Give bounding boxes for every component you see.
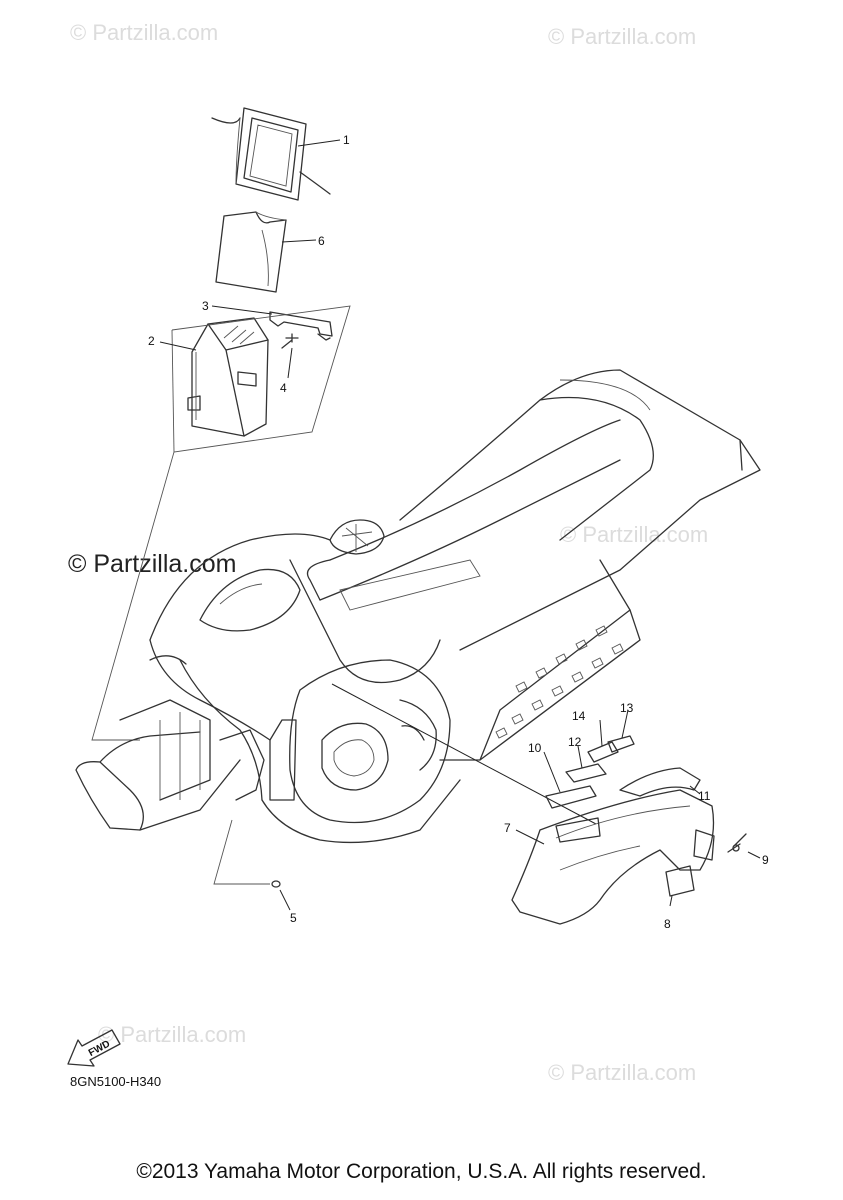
callout-9: 9: [762, 853, 769, 867]
part-6-sleeve: [215, 211, 287, 293]
part-2-box: [187, 317, 269, 437]
part-3-bracket: [269, 311, 333, 341]
watermark-bottom-right: © Partzilla.com: [548, 1060, 696, 1085]
callout-13: 13: [620, 701, 634, 715]
watermark-mid-right: © Partzilla.com: [560, 522, 708, 547]
callout-5: 5: [290, 911, 297, 925]
diagram-code: 8GN5100-H340: [70, 1074, 161, 1089]
callout-3: 3: [202, 299, 209, 313]
callout-6: 6: [318, 234, 325, 248]
callout-8: 8: [664, 917, 671, 931]
part-4-screw: [281, 333, 299, 349]
callout-12: 12: [568, 735, 582, 749]
part-14-decal: [587, 741, 619, 763]
callout-4: 4: [280, 381, 287, 395]
watermark-top-right: © Partzilla.com: [548, 24, 696, 49]
part-8-plate: [665, 865, 695, 897]
part-10-latch: [545, 785, 601, 843]
callout-14: 14: [572, 709, 586, 723]
part-1-cover: [211, 107, 331, 201]
callout-7: 7: [504, 821, 511, 835]
copyright-notice: ©2013 Yamaha Motor Corporation, U.S.A. A…: [136, 1160, 707, 1183]
watermark-top-left: © Partzilla.com: [70, 20, 218, 45]
callout-1: 1: [343, 133, 350, 147]
part-7-rear-flap: [511, 789, 715, 925]
part-5-grommet: [271, 880, 281, 888]
running-board-holes: [495, 625, 624, 739]
callout-11: 11: [698, 789, 711, 803]
watermark-bottom-left: © Partzilla.com: [98, 1022, 246, 1047]
watermark-main: © Partzilla.com: [68, 550, 236, 578]
callout-enclosure-box: [91, 305, 351, 885]
part-13-decal: [607, 735, 635, 753]
part-12-decal: [565, 763, 607, 783]
leader-seat-to-group: [331, 683, 597, 825]
snowmobile-body: [75, 369, 761, 844]
part-9-rivet: [727, 833, 747, 853]
part-11-rod: [619, 767, 701, 797]
leader-lines: [159, 139, 761, 911]
callout-2: 2: [148, 334, 155, 348]
callout-10: 10: [528, 741, 542, 755]
